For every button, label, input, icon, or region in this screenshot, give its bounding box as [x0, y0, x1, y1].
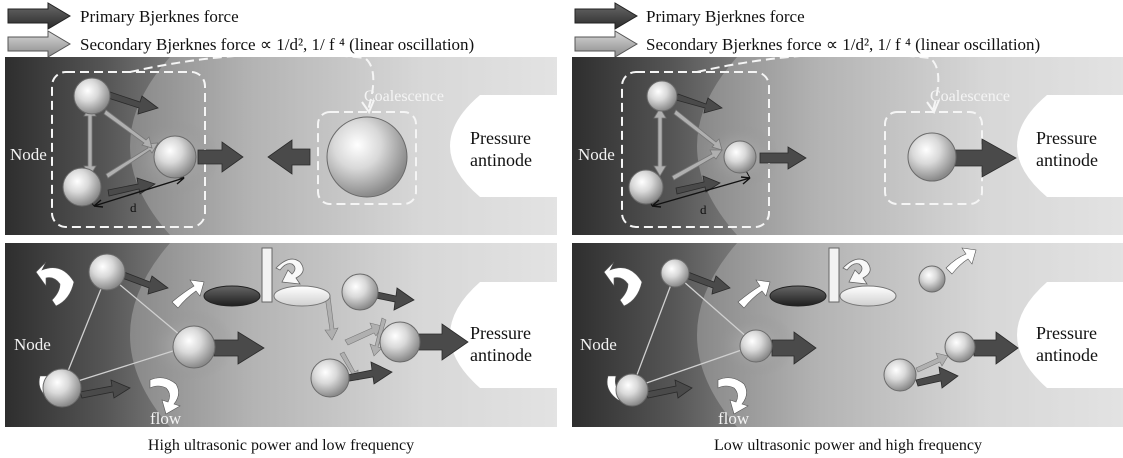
legend-primary-label: Primary Bjerknes force — [80, 7, 239, 26]
panel-top-left: d Node Coalescence Pressure antinode — [5, 57, 557, 235]
swirl-arrow-icon — [603, 261, 643, 307]
coalesced-box — [317, 111, 417, 205]
primary-force-arrows — [107, 91, 311, 197]
bubble — [310, 358, 350, 398]
panel-bottom-left: Node flow Pressure antinode — [5, 243, 557, 428]
secondary-force-arrows — [653, 107, 723, 181]
bubble — [153, 135, 197, 179]
distance-label: d — [700, 202, 707, 217]
swirl-arrow-icon — [945, 247, 977, 275]
coalescence-path — [129, 57, 375, 111]
distance-marker — [651, 177, 751, 207]
bubble — [646, 80, 678, 112]
swirl-arrow-icon — [717, 377, 749, 415]
pressure-antinode-region — [450, 282, 557, 388]
secondary-force-legend-arrow — [574, 30, 638, 58]
swirl-arrow-icon — [737, 279, 771, 309]
coalescence-label: Coalescence — [364, 88, 444, 105]
coalesced-bubble — [907, 132, 957, 182]
bubble — [88, 253, 126, 291]
distance-marker — [93, 177, 185, 207]
swirl-arrow-icon — [171, 279, 205, 309]
node-label: Node — [10, 145, 47, 164]
secondary-force-arrows — [83, 105, 159, 179]
antinode-label: antinode — [470, 150, 532, 170]
bubble — [739, 329, 773, 363]
legend-left: Primary Bjerknes force Secondary Bjerkne… — [7, 2, 474, 58]
bubble — [73, 77, 111, 115]
primary-force-arrows — [79, 271, 469, 399]
primary-force-legend-arrow — [574, 2, 638, 30]
coalescence-path — [696, 57, 940, 111]
secondary-force-arrows — [324, 295, 387, 381]
bubble — [615, 373, 649, 407]
coalescence-label: Coalescence — [930, 88, 1010, 105]
cluster-box — [621, 71, 770, 228]
caption-left: High ultrasonic power and low frequency — [148, 437, 414, 454]
panel-top-right: d Node Coalescence Pressure antinode — [572, 57, 1123, 235]
antinode-label: antinode — [1036, 345, 1098, 365]
legend-primary-label: Primary Bjerknes force — [646, 7, 805, 26]
pressure-antinode-region — [450, 95, 557, 197]
node-label: Node — [578, 145, 615, 164]
bubble — [172, 325, 216, 369]
bubble — [42, 368, 82, 408]
antinode-label: antinode — [470, 345, 532, 365]
pressure-label: Pressure — [470, 323, 531, 343]
bubble — [62, 167, 102, 207]
coalesced-bubble — [326, 116, 408, 198]
bubble — [660, 258, 690, 288]
field-lobe — [697, 57, 1123, 235]
pressure-antinode-region — [1017, 282, 1123, 388]
primary-force-legend-arrow — [7, 2, 71, 30]
bubble — [883, 358, 917, 392]
pressure-antinode-region — [1017, 95, 1123, 197]
bubble — [379, 321, 421, 363]
bubble — [944, 331, 976, 363]
pressure-label: Pressure — [1036, 323, 1097, 343]
swirl-arrow-icon — [149, 377, 181, 415]
node-label: Node — [580, 335, 617, 354]
bubble-links — [631, 273, 757, 389]
flow-label: flow — [718, 409, 750, 428]
distance-label: d — [130, 200, 137, 215]
bubble — [723, 140, 757, 174]
cluster-box — [51, 71, 206, 228]
swirl-arrow-icon — [35, 261, 75, 307]
legend-secondary-label: Secondary Bjerknes force ∝ 1/d², 1/ f ⁴ … — [80, 35, 474, 54]
coalescence-path-head — [926, 99, 940, 115]
pressure-label: Pressure — [470, 128, 531, 148]
bubble-reflector-icon — [203, 247, 331, 307]
antinode-label: antinode — [1036, 150, 1098, 170]
node-label: Node — [14, 335, 51, 354]
legend-secondary-label: Secondary Bjerknes force ∝ 1/d², 1/ f ⁴ … — [646, 35, 1040, 54]
flow-label: flow — [150, 409, 182, 428]
bubble — [341, 273, 379, 311]
primary-force-arrows — [645, 271, 1019, 399]
secondary-force-legend-arrow — [7, 30, 71, 58]
secondary-force-arrows — [915, 352, 949, 373]
coalescence-path-head — [361, 99, 375, 115]
bubble — [918, 265, 946, 293]
bubble-reflector-icon — [769, 247, 897, 307]
caption-right: Low ultrasonic power and high frequency — [714, 437, 982, 454]
panel-bottom-right: Node flow Pressure antinode — [572, 243, 1123, 428]
pressure-label: Pressure — [1036, 128, 1097, 148]
bubble — [628, 169, 664, 205]
legend-right: Primary Bjerknes force Secondary Bjerkne… — [574, 2, 1040, 58]
